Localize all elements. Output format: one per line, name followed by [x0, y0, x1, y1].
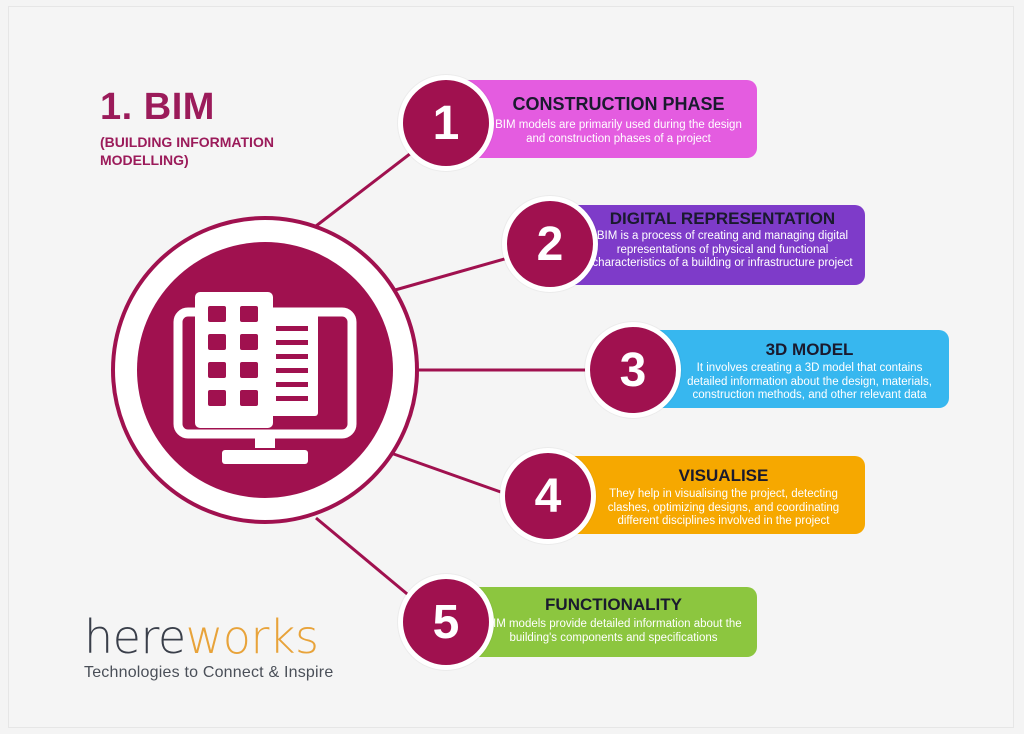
building-icon: [195, 292, 318, 428]
step-card-4: VISUALISE They help in visualising the p…: [544, 456, 865, 534]
step-card-2: DIGITAL REPRESENTATION BIM is a process …: [548, 205, 865, 285]
logo-word-works: works: [185, 610, 319, 664]
step-title-3: 3D MODEL: [765, 340, 854, 359]
step-description-4: They help in visualising the project, de…: [607, 488, 840, 527]
page-subtitle: (BUILDING INFORMATION MODELLING): [100, 134, 274, 168]
step-description-3: It involves creating a 3D model that con…: [687, 362, 932, 401]
step-badge-1: 1: [398, 75, 494, 171]
logo-wordmark: hereworks: [84, 612, 333, 662]
hereworks-logo: hereworks Technologies to Connect & Insp…: [84, 612, 333, 682]
connector-line-2: [387, 254, 516, 294]
logo-tagline: Technologies to Connect & Inspire: [84, 664, 334, 681]
step-badge-2: 2: [502, 196, 598, 292]
step-title-5: FUNCTIONALITY: [545, 595, 682, 614]
step-description-5: BIM models provide detailed information …: [485, 618, 742, 644]
page-title: 1. BIM: [100, 86, 215, 128]
connector-line-5: [315, 516, 413, 600]
step-card-1: CONSTRUCTION PHASE BIM models are primar…: [442, 80, 757, 158]
connector-line-4: [387, 450, 513, 498]
connector-line-1: [315, 148, 416, 228]
step-title-4: VISUALISE: [678, 466, 769, 485]
step-description-2: BIM is a process of creating and managin…: [592, 230, 853, 269]
monitor-stand-icon: [222, 436, 308, 464]
step-description-1: BIM models are primarily used during the…: [495, 119, 742, 145]
step-title-2: DIGITAL REPRESENTATION: [609, 209, 836, 228]
step-title-1: CONSTRUCTION PHASE: [512, 94, 725, 114]
step-badge-4: 4: [500, 448, 596, 544]
logo-word-here: here: [84, 610, 186, 664]
step-badge-5: 5: [398, 574, 494, 670]
step-card-5: FUNCTIONALITY BIM models provide detaile…: [442, 587, 757, 657]
step-badge-3: 3: [585, 322, 681, 418]
